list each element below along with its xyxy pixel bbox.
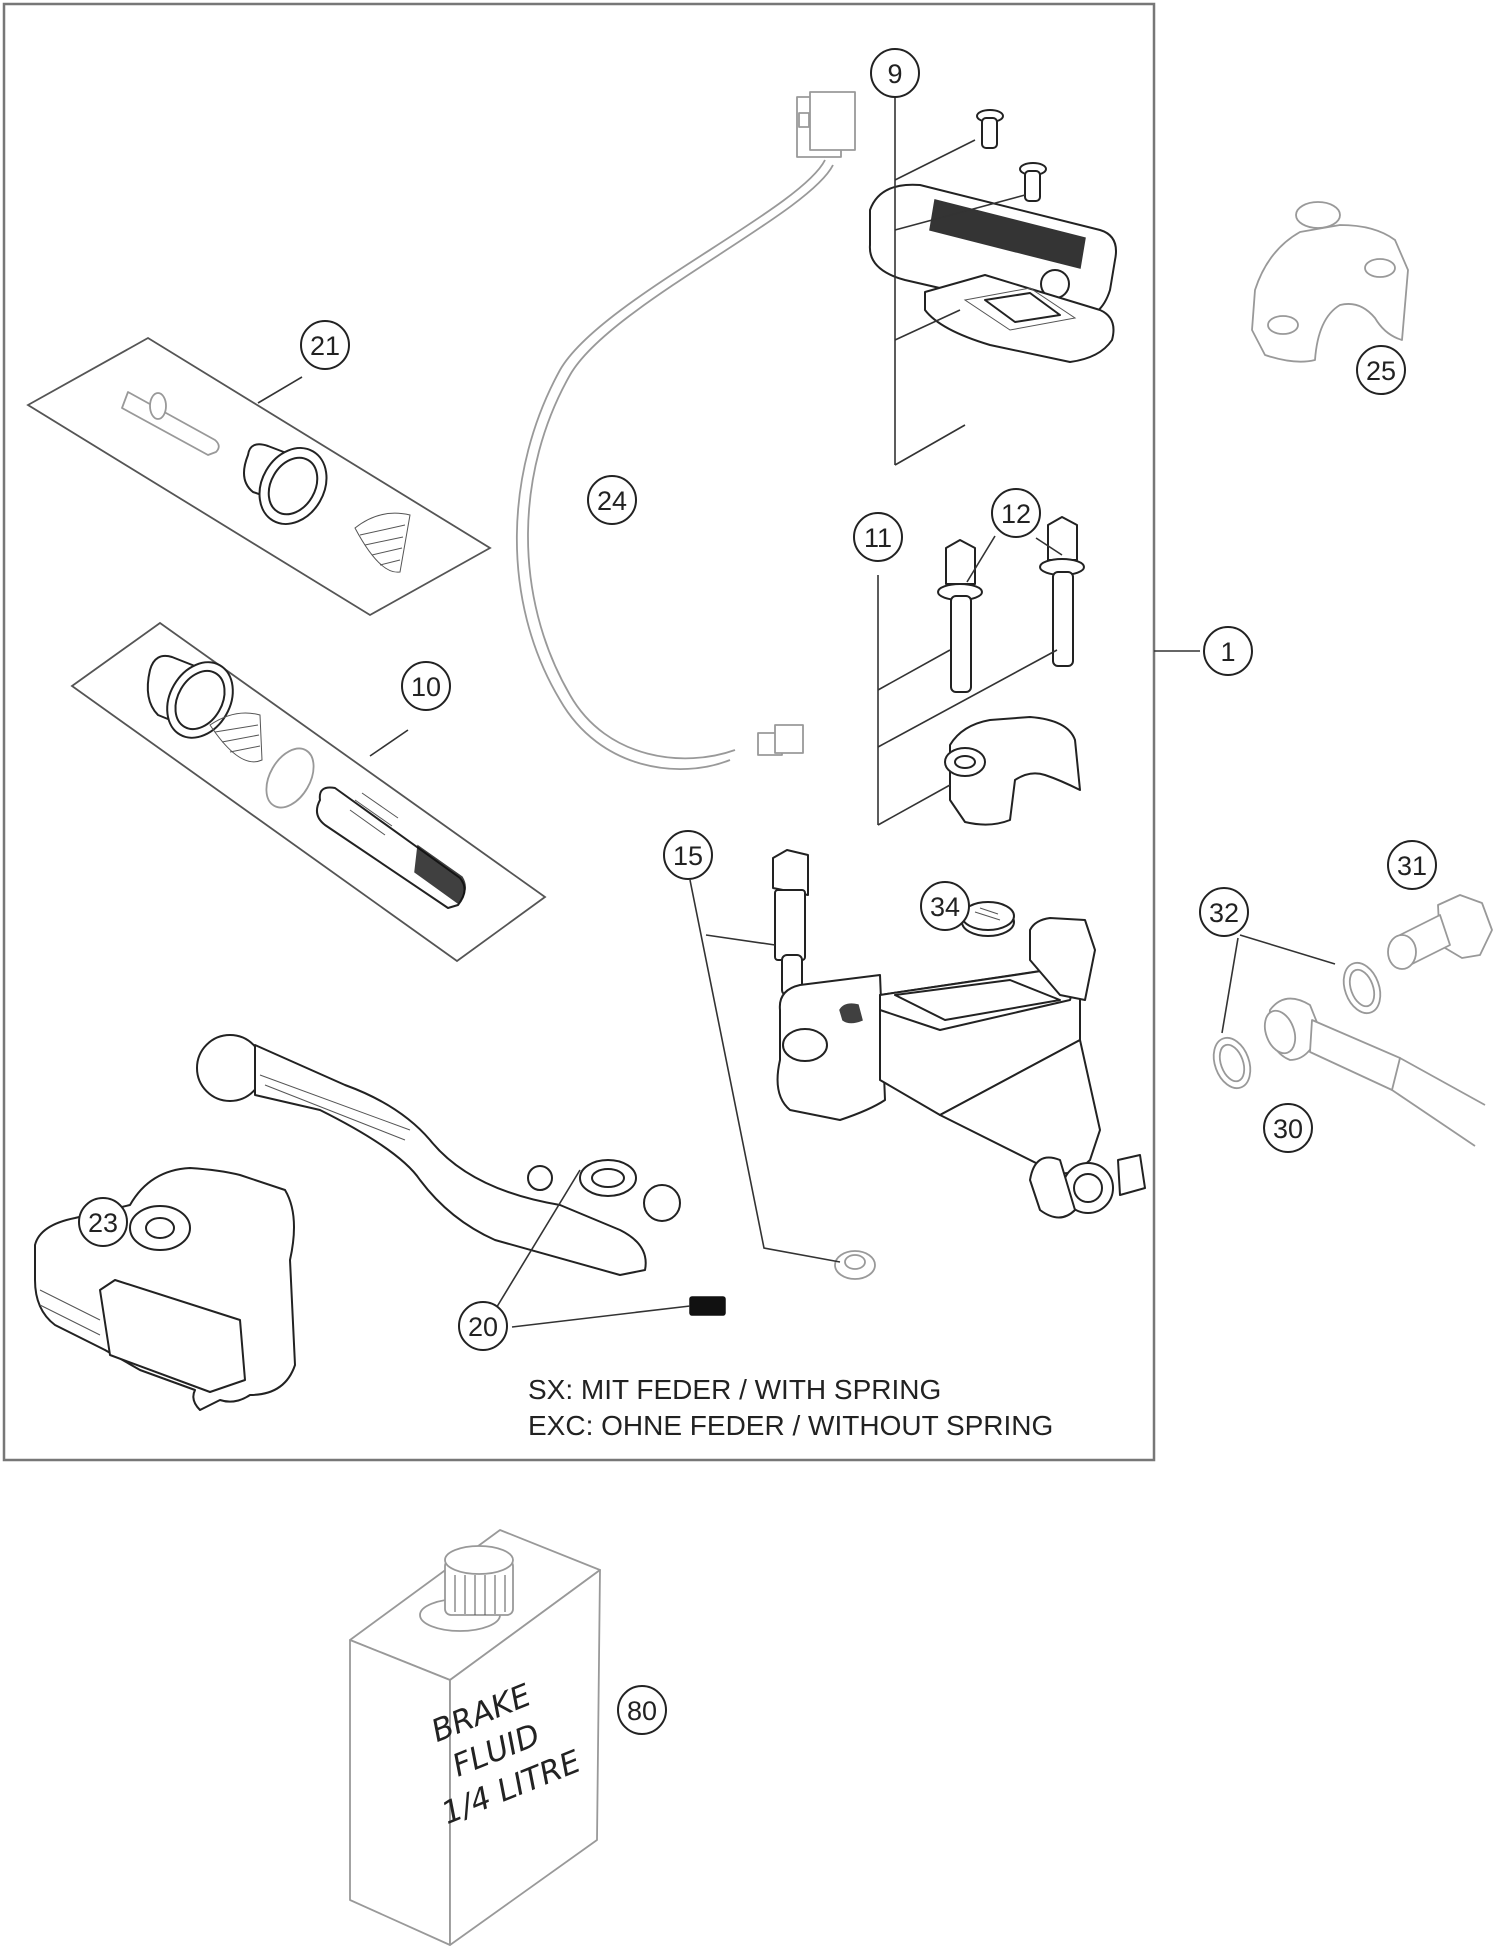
cover-screw	[976, 109, 1004, 149]
callout-number: 12	[1001, 499, 1031, 529]
part-12-clamp-bolts	[937, 516, 1085, 693]
callout-1: 1	[1203, 626, 1253, 676]
part-9-reservoir-cover-kit	[868, 75, 1117, 466]
cable-connector	[757, 724, 804, 756]
callout-circle	[853, 512, 903, 562]
callout-number: 21	[310, 331, 340, 361]
callout-15: 15	[663, 830, 713, 880]
leader-32-b	[1239, 934, 1336, 965]
callout-20: 20	[458, 1301, 508, 1351]
callout-number: 10	[411, 672, 441, 702]
kit-spring	[209, 712, 263, 763]
part-30-brake-line	[1263, 997, 1486, 1147]
callout-11: 11	[853, 512, 903, 562]
callout-circle	[1203, 626, 1253, 676]
part-32-sealing-ring	[1212, 1036, 1252, 1090]
clamp-bolt	[1039, 516, 1085, 667]
callout-32: 32	[1199, 887, 1249, 937]
part-15-nut	[834, 1250, 876, 1280]
reservoir-cover	[868, 183, 1117, 320]
callout-circle	[458, 1301, 508, 1351]
callout-number: 1	[1220, 637, 1235, 667]
callout-number: 20	[468, 1312, 498, 1342]
part-20-adjuster-screw	[689, 1296, 726, 1316]
callout-30: 30	[1263, 1103, 1313, 1153]
note-line-sx: SX: MIT FEDER / WITH SPRING	[528, 1374, 941, 1405]
kit-seal-cup	[146, 654, 234, 739]
part-32-sealing-ring	[1342, 961, 1382, 1015]
callout-circle	[587, 475, 637, 525]
leader-15-bolt	[705, 934, 776, 946]
part-20-brake-lever	[196, 1034, 681, 1276]
callout-circle	[1387, 840, 1437, 890]
callout-circle	[991, 488, 1041, 538]
part-24-brake-light-switch	[515, 91, 856, 770]
part-80-brake-fluid-bottle: BRAKE FLUID 1/4 LITRE	[349, 1529, 601, 1946]
callout-circle	[1356, 345, 1406, 395]
callout-34: 34	[920, 881, 970, 931]
part-21-piston-kit	[26, 336, 492, 617]
callout-80: 80	[617, 1685, 667, 1735]
callout-circle	[617, 1685, 667, 1735]
callout-25: 25	[1356, 345, 1406, 395]
callout-10: 10	[401, 661, 451, 711]
callout-number: 23	[88, 1208, 118, 1238]
callout-number: 34	[930, 892, 960, 922]
callout-number: 15	[673, 841, 703, 871]
callout-24: 24	[587, 475, 637, 525]
part-10-piston-kit	[70, 621, 547, 963]
kit-circlip	[265, 747, 315, 809]
part-25-clamp	[1251, 201, 1409, 363]
part-15-pivot-bolt	[772, 849, 809, 996]
callout-number: 24	[597, 486, 627, 516]
reservoir-diaphragm	[924, 274, 1115, 363]
leader-32-a	[1221, 937, 1239, 1034]
callout-circle	[1263, 1103, 1313, 1153]
callout-number: 11	[864, 523, 892, 553]
leader-20-screw	[511, 1305, 691, 1328]
callout-23: 23	[78, 1197, 128, 1247]
callout-number: 25	[1366, 356, 1396, 386]
part-11-handlebar-clamp	[877, 575, 1081, 826]
leader-15	[689, 879, 841, 1263]
master-cylinder-body	[776, 917, 1146, 1219]
part-31-banjo-bolt	[1387, 894, 1493, 970]
callout-number: 30	[1273, 1114, 1303, 1144]
assembly-frame	[2, 2, 1156, 1462]
kit-seal-cup	[243, 443, 328, 525]
callout-circle	[920, 881, 970, 931]
callout-circle	[663, 830, 713, 880]
callout-circle	[870, 48, 920, 98]
cover-screw	[1019, 162, 1047, 202]
callout-circle	[78, 1197, 128, 1247]
callout-circle	[1199, 887, 1249, 937]
kit-spring	[354, 512, 411, 573]
callout-12: 12	[991, 488, 1041, 538]
part-23-lever-protector	[34, 1167, 296, 1411]
note-line-exc: EXC: OHNE FEDER / WITHOUT SPRING	[528, 1410, 1053, 1441]
kit-pin	[121, 391, 220, 456]
leader-20-lever	[494, 1169, 581, 1311]
part-34-cap	[961, 901, 1015, 937]
callout-circle	[300, 320, 350, 370]
callout-number: 32	[1209, 898, 1239, 928]
kit-piston	[315, 786, 466, 909]
callout-circle	[401, 661, 451, 711]
callouts: 1 9 10 11 12 15 20 21 23 24 25 30 31 32 34 80	[78, 48, 1437, 1735]
clamp-bolt	[937, 539, 983, 693]
callout-9: 9	[870, 48, 920, 98]
callout-number: 80	[627, 1696, 657, 1726]
switch-body	[796, 91, 856, 158]
callout-number: 31	[1397, 851, 1427, 881]
callout-number: 9	[887, 59, 902, 89]
callout-31: 31	[1387, 840, 1437, 890]
callout-21: 21	[300, 320, 350, 370]
